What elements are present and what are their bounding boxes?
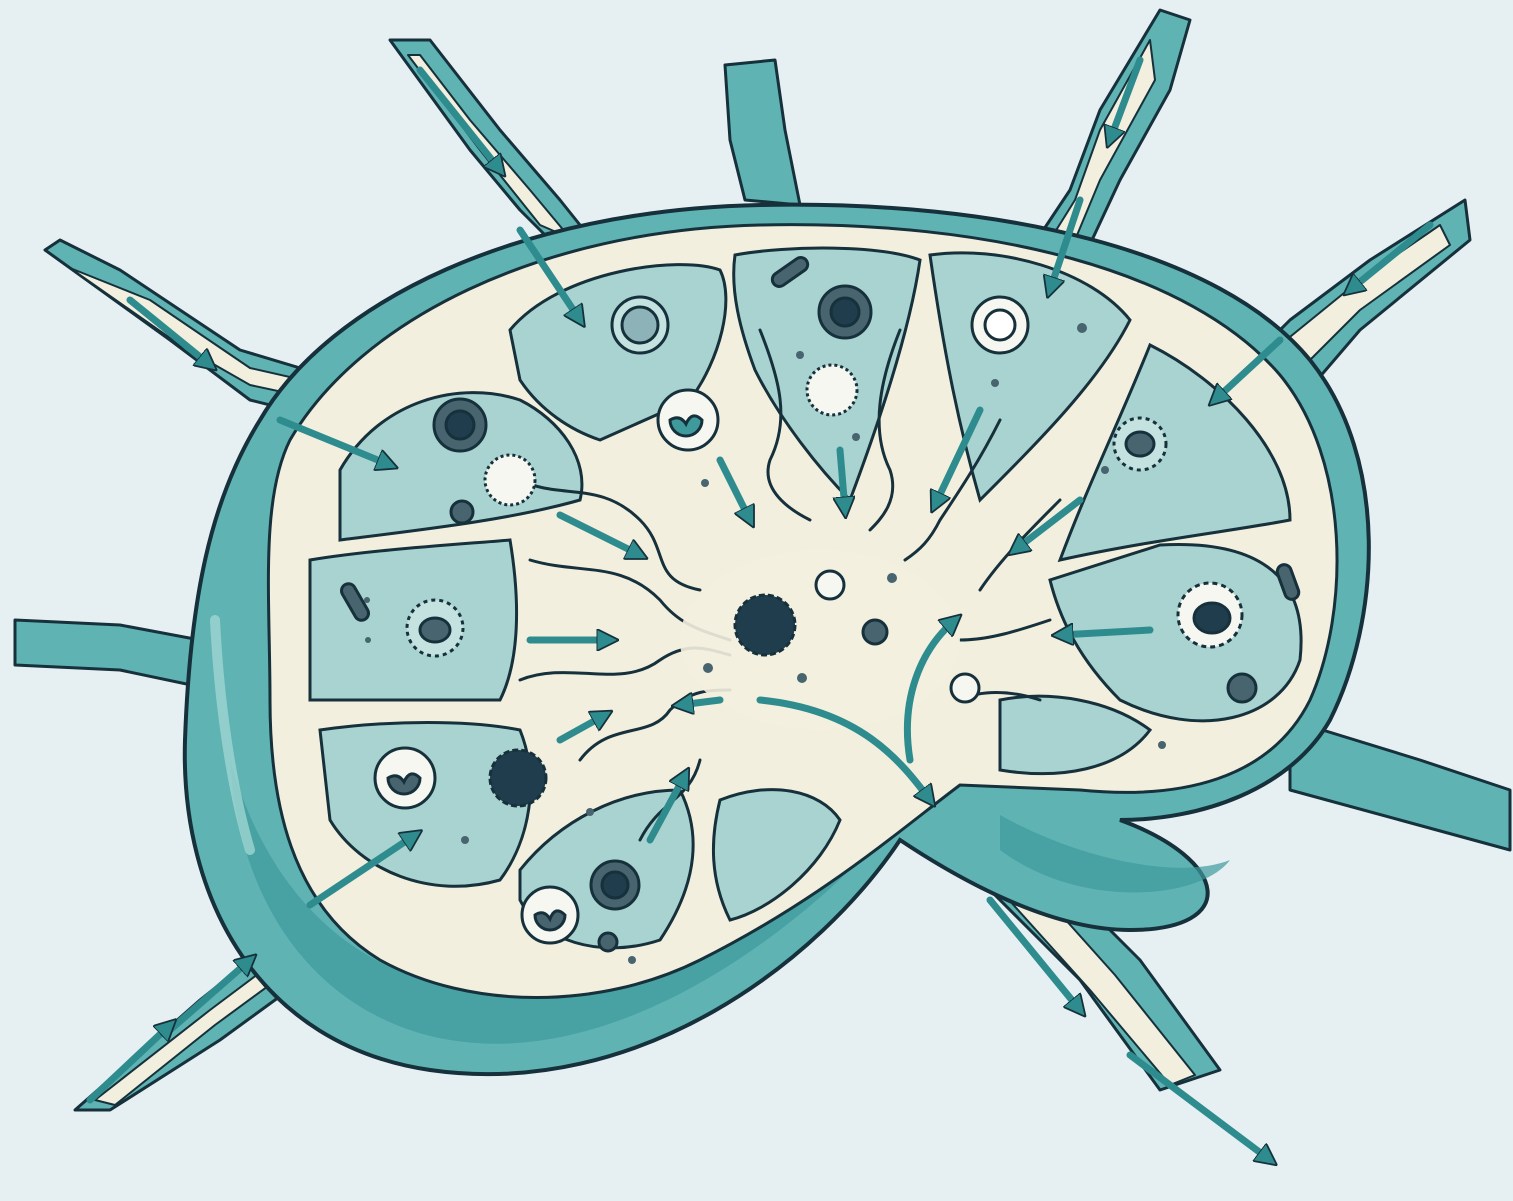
efferent-branch-top xyxy=(725,60,800,205)
small-particle-icon xyxy=(1228,674,1256,702)
small-particle-icon xyxy=(863,620,887,644)
flow-arrow xyxy=(1060,630,1150,635)
dark-nucleated-cell-icon xyxy=(735,595,795,655)
dark-nucleated-cell-icon xyxy=(434,399,486,451)
lymph-branch-right xyxy=(1290,720,1510,850)
dark-nucleated-cell-icon xyxy=(591,861,639,909)
spiky-cell-icon xyxy=(1178,583,1242,647)
kidney-nucleus-cell-icon xyxy=(522,887,578,943)
kidney-nucleus-cell-icon xyxy=(972,297,1028,353)
white-dotted-cell-icon xyxy=(951,674,979,702)
spiky-cell-icon xyxy=(1114,418,1166,470)
kidney-nucleus-cell-icon xyxy=(612,297,668,353)
white-dotted-cell-icon xyxy=(816,571,844,599)
kidney-nucleus-cell-icon xyxy=(375,748,435,808)
dark-nucleated-cell-icon xyxy=(819,286,871,338)
flow-arrow xyxy=(840,450,845,510)
flow-arrow xyxy=(680,700,720,705)
small-particle-icon xyxy=(599,933,617,951)
white-dotted-cell-icon xyxy=(807,365,857,415)
dark-nucleated-cell-icon xyxy=(490,750,546,806)
kidney-nucleus-cell-icon xyxy=(658,390,718,450)
white-dotted-cell-icon xyxy=(485,455,535,505)
small-particle-icon xyxy=(451,501,473,523)
spiky-cell-icon xyxy=(407,600,463,656)
lymph-branch-left xyxy=(15,620,215,690)
